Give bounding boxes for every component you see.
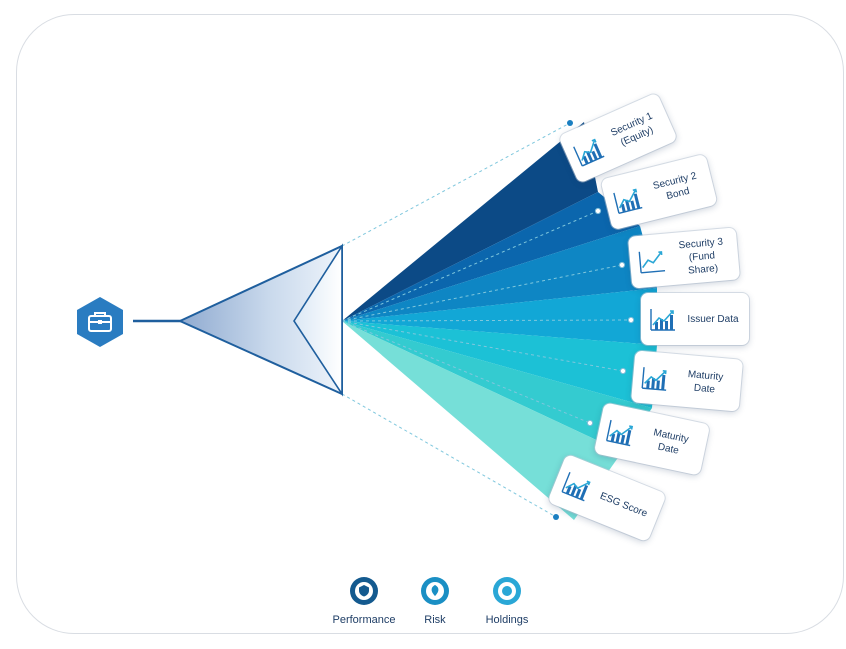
legend-holdings[interactable]: Holdings: [462, 576, 552, 626]
source-card-title: Security 2 Bond: [651, 170, 698, 203]
source-card-title: ESG Score: [598, 490, 649, 520]
source-card[interactable]: Maturity Date: [630, 350, 744, 412]
leaf-icon: [421, 577, 449, 605]
connector-dot: [619, 367, 627, 375]
connector-dot: [627, 316, 635, 324]
source-card[interactable]: Maturity Date: [593, 402, 711, 476]
source-card-label: Security 2 Bond: [646, 168, 707, 207]
source-card[interactable]: Security 3(Fund Share): [627, 227, 741, 289]
dashed-line: [341, 393, 557, 518]
chart-icon: [650, 309, 675, 331]
legend-risk[interactable]: Risk: [390, 576, 480, 626]
connector-dot: [586, 419, 594, 427]
fan-wedge: [342, 321, 657, 408]
chart-icon: [613, 188, 643, 214]
target-icon: [493, 577, 521, 605]
source-card[interactable]: Security 2 Bond: [600, 153, 718, 231]
source-card-title: Maturity Date: [652, 427, 690, 457]
legend-label: Holdings: [485, 614, 529, 626]
source-card-label: Security 1(Equity): [604, 107, 666, 154]
chart-icon: [638, 251, 666, 274]
shield-dot-icon: [350, 577, 378, 605]
chart-icon: [561, 471, 591, 502]
chart-icon: [573, 138, 605, 167]
source-card-label: Issuer Data: [685, 313, 741, 326]
source-card[interactable]: ESG Score: [547, 453, 667, 543]
source-card[interactable]: Security 1(Equity): [558, 92, 678, 184]
fan-wedge: [342, 321, 622, 520]
fan-wedge: [342, 122, 598, 321]
legend-label: Risk: [424, 614, 446, 626]
dashed-connectors: [341, 122, 632, 518]
chart-icon: [605, 419, 634, 447]
source-card-label: ESG Score: [595, 488, 652, 521]
dashed-line: [341, 122, 571, 247]
legend-performance[interactable]: Performance: [319, 576, 409, 626]
source-card[interactable]: Issuer Data: [641, 293, 749, 345]
source-card-title: Maturity Date: [687, 369, 724, 396]
legend-label: Performance: [332, 614, 396, 626]
fan-wedge: [342, 288, 657, 345]
dashed-line: [341, 319, 632, 322]
prism-notch: [293, 243, 343, 397]
source-card-label: Security 3(Fund Share): [672, 235, 731, 279]
connector-dot: [553, 514, 559, 520]
connector-dots: [553, 120, 635, 520]
dashed-line: [341, 320, 591, 424]
connector-dot: [567, 120, 573, 126]
fan-wedge: [342, 321, 652, 452]
briefcase-icon: [88, 312, 112, 332]
source-card-title: Issuer Data: [687, 313, 739, 325]
fan-wedge: [342, 226, 657, 321]
source-card-label: Maturity Date: [676, 367, 734, 398]
source-card-subtitle: (Fund Share): [687, 249, 719, 277]
dashed-line: [341, 210, 599, 322]
connector-dot: [618, 261, 626, 269]
source-card-label: Maturity Date: [640, 424, 700, 461]
connector-dot: [594, 207, 602, 215]
chart-icon: [641, 367, 667, 391]
